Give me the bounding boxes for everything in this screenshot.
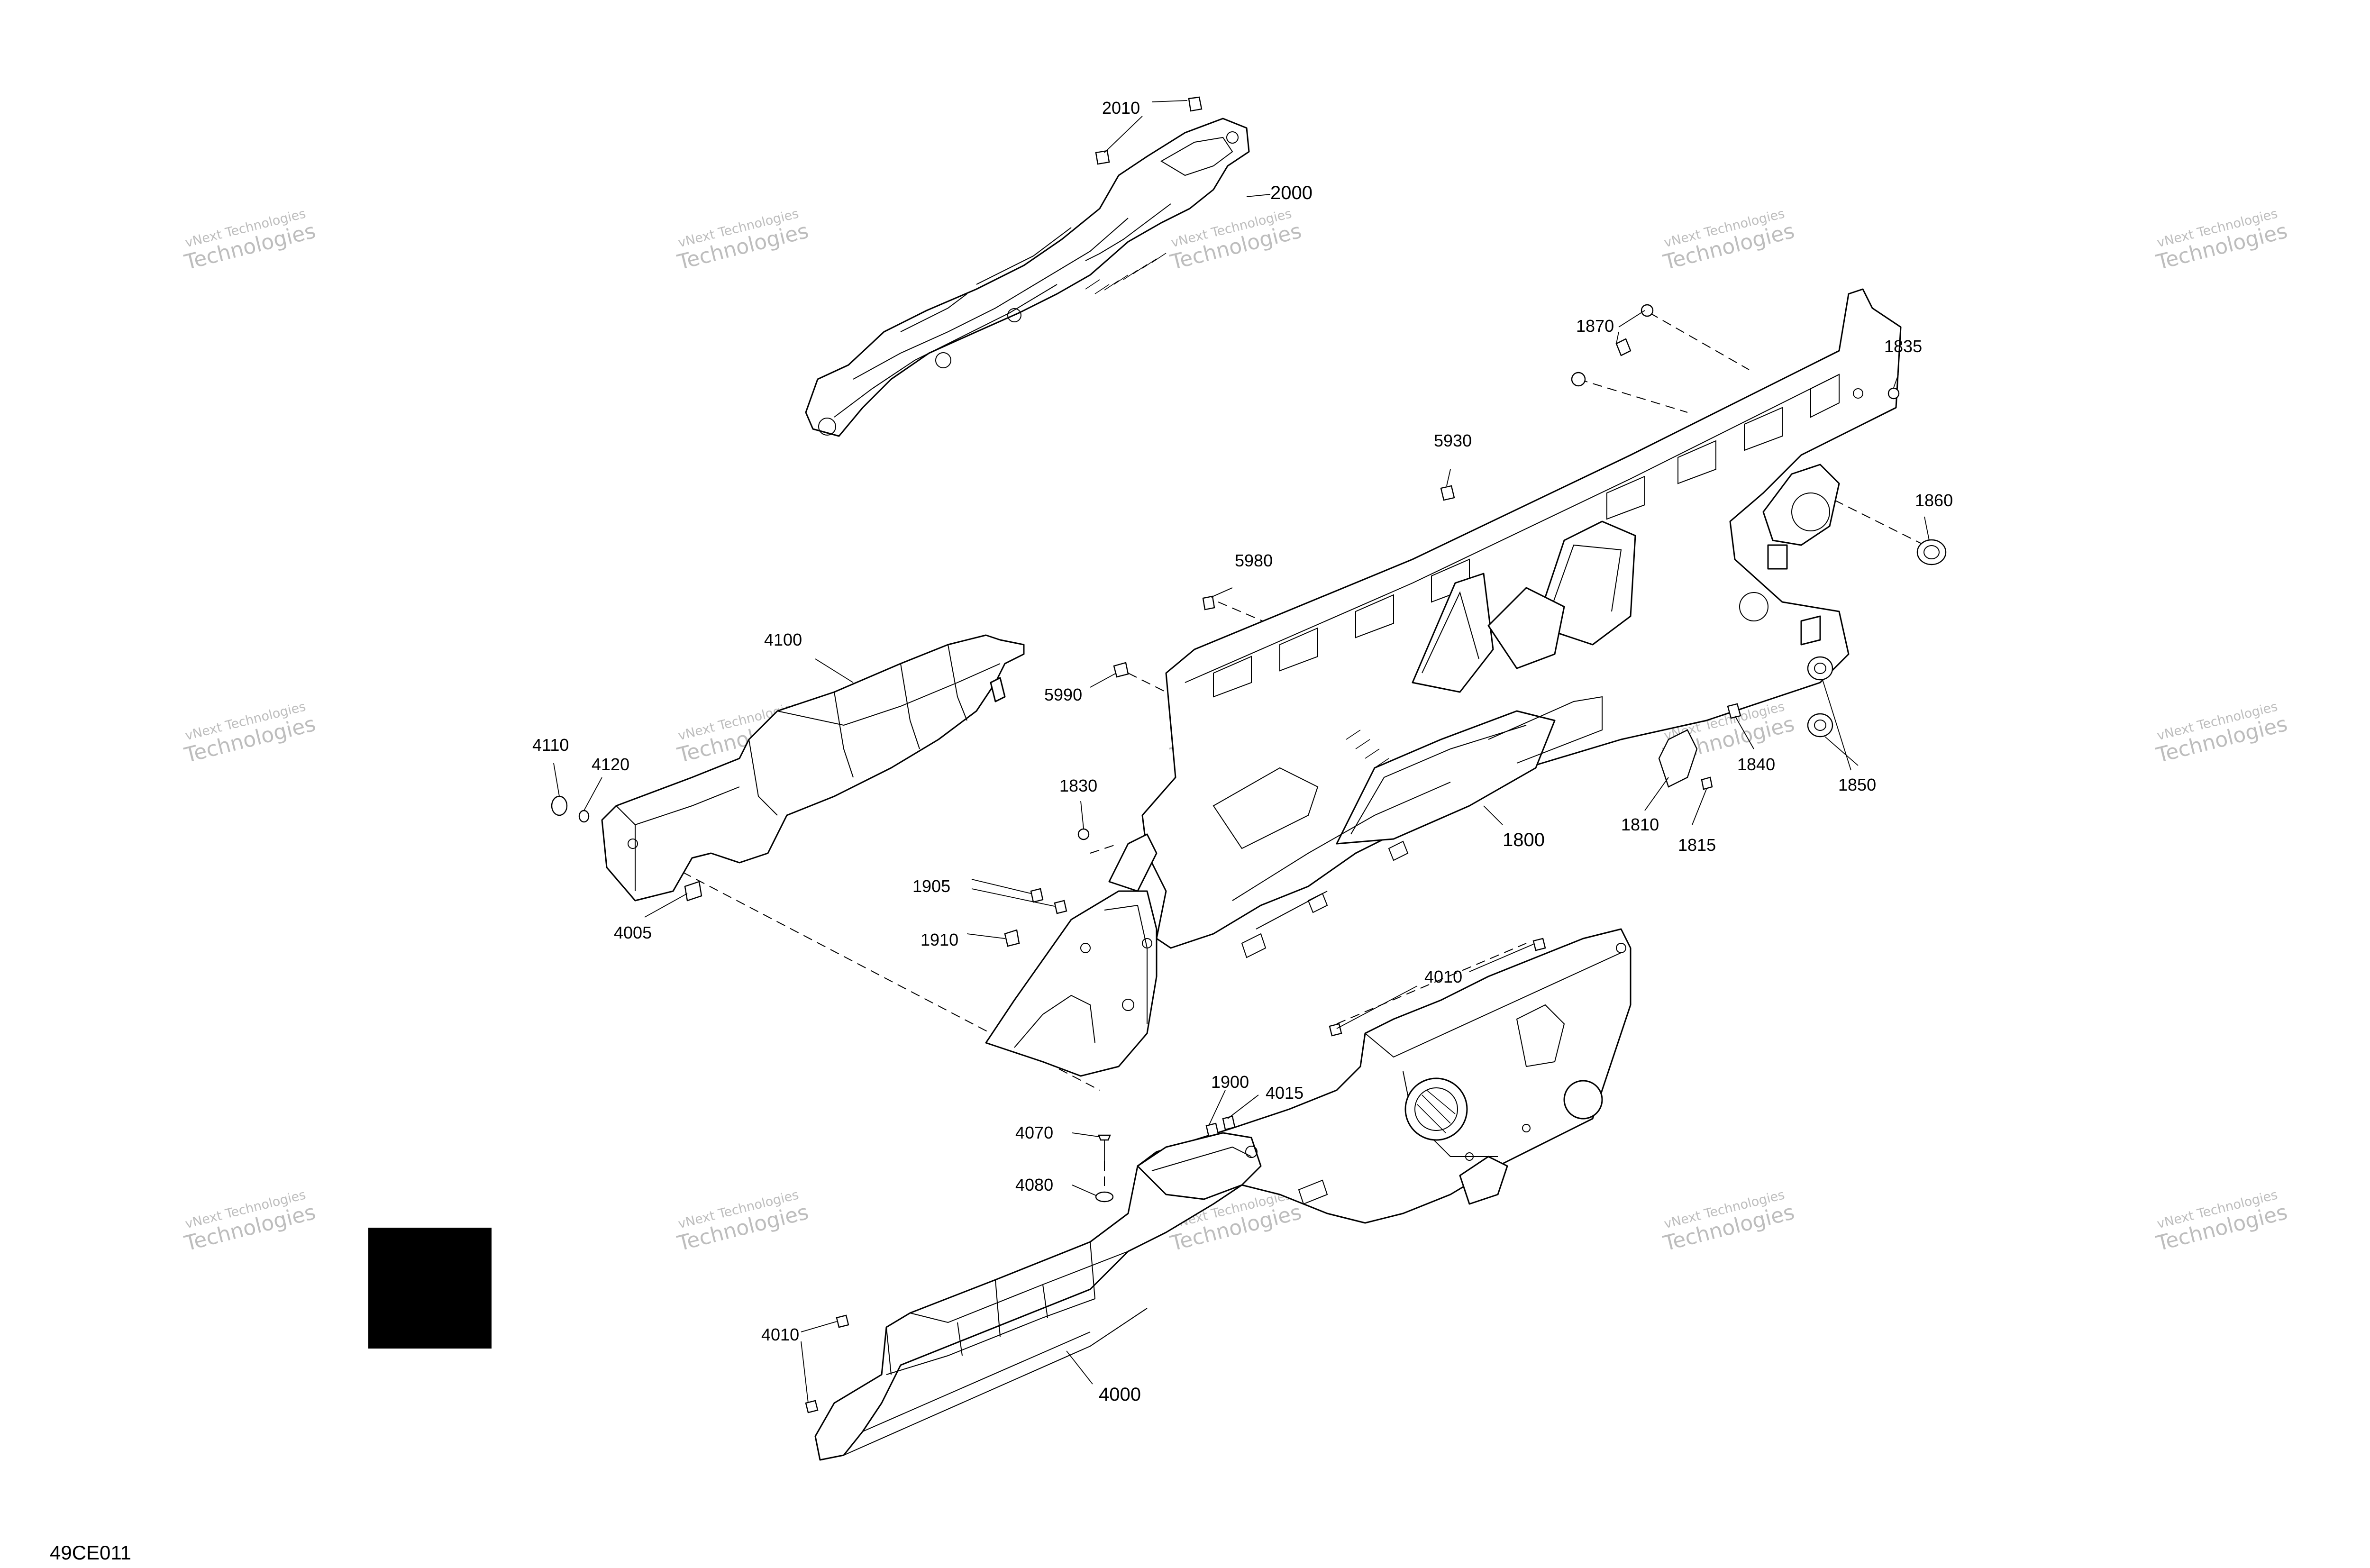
label-4070: 4070 (1015, 1123, 1053, 1142)
label-1800: 1800 (1503, 830, 1545, 850)
label-5990: 5990 (1044, 685, 1082, 704)
label-1900: 1900 (1211, 1072, 1249, 1092)
label-1850: 1850 (1838, 775, 1876, 794)
fasteners (551, 96, 1947, 1413)
watermark: vNext Technologies Technologies (2153, 1187, 2290, 1256)
label-4110: 4110 (532, 735, 569, 755)
label-2010: 2010 (1102, 98, 1140, 118)
screw-1900 (1205, 1122, 1219, 1137)
label-4005: 4005 (614, 923, 652, 942)
watermark: vNext Technologies Technologies (2153, 206, 2290, 275)
screw-2010-top (1188, 96, 1203, 112)
dashed-line (1829, 497, 1925, 546)
part-1800-frame (985, 288, 1902, 1077)
screw-1905-b (1054, 900, 1067, 914)
washer-4080 (1095, 1191, 1114, 1203)
label-1815: 1815 (1678, 835, 1716, 855)
screw-1905-a (1030, 888, 1044, 903)
label-4120: 4120 (592, 755, 629, 774)
label-4080: 4080 (1015, 1175, 1053, 1194)
screw-1870-c (1615, 338, 1632, 356)
black-marker-square (368, 1228, 492, 1349)
label-4010-upper: 4010 (1424, 967, 1462, 986)
watermark: vNext Technologies Technologies (675, 1187, 811, 1256)
part-labels: 2010 2000 1870 1835 5930 1860 5980 4100 … (532, 98, 1953, 1405)
bracket-1810 (1658, 729, 1698, 788)
label-1835: 1835 (1884, 337, 1922, 356)
nut-1910 (1004, 929, 1020, 947)
label-1830: 1830 (1059, 776, 1097, 795)
diagram-code: 49CE011 (50, 1541, 131, 1564)
screw-1870-a (1641, 304, 1654, 317)
label-1860: 1860 (1915, 491, 1953, 510)
label-5930: 5930 (1434, 431, 1472, 450)
leader-lines (553, 100, 1930, 1404)
screw-1840 (1727, 703, 1741, 719)
watermark: vNext Technologies Technologies (1660, 1187, 1797, 1256)
screw-4010-c (836, 1314, 849, 1328)
screw-1870-b (1571, 372, 1586, 387)
label-1870: 1870 (1576, 316, 1614, 336)
label-4100: 4100 (764, 630, 802, 649)
watermark: vNext Technologies Technologies (1167, 206, 1304, 275)
bumper-1850-b (1807, 713, 1833, 738)
screw-4010-d (805, 1400, 819, 1413)
label-4000: 4000 (1099, 1384, 1141, 1405)
screw-5990 (1113, 662, 1129, 678)
screw-2010-left (1095, 150, 1110, 165)
label-5980: 5980 (1235, 551, 1273, 570)
part-4100-duct (601, 634, 1025, 902)
label-1840: 1840 (1737, 755, 1775, 774)
nut-1835 (1887, 387, 1900, 400)
watermark: vNext Technologies Technologies (182, 206, 318, 275)
screw-5980 (1202, 595, 1215, 611)
screw-5930 (1440, 485, 1455, 501)
watermark: vNext Technologies Technologies (2153, 699, 2290, 768)
dashed-line (1336, 943, 1527, 1024)
watermark: vNext Technologies Technologies (675, 206, 811, 275)
dashed-line (1578, 379, 1688, 413)
screw-4010-b (1329, 1023, 1342, 1037)
dashed-line (682, 872, 1100, 1091)
clip-4110 (551, 795, 568, 816)
watermark: vNext Technologies Technologies (1660, 206, 1797, 275)
screw-1830 (1077, 828, 1090, 840)
washer-4120 (578, 810, 590, 823)
grommet-1860 (1916, 539, 1947, 565)
label-1810: 1810 (1621, 815, 1659, 834)
dashed-line (1128, 673, 1167, 693)
dashed-line (1090, 843, 1119, 854)
clip-4005 (684, 881, 702, 902)
bumper-1850-a (1807, 656, 1833, 681)
label-2000: 2000 (1270, 182, 1313, 203)
bolt-4070-head (1098, 1134, 1111, 1141)
label-1910: 1910 (921, 930, 958, 949)
label-4015: 4015 (1266, 1083, 1304, 1103)
dashed-line (1649, 312, 1750, 370)
label-4010-lower: 4010 (761, 1325, 799, 1344)
label-1905: 1905 (912, 876, 950, 896)
watermark: vNext Technologies Technologies (182, 699, 318, 768)
watermark: vNext Technologies Technologies (182, 1187, 318, 1256)
screw-1815 (1701, 776, 1713, 790)
part-2000-cover (805, 118, 1250, 437)
screw-4010-a (1532, 938, 1546, 951)
part-4000-duct (814, 928, 1632, 1461)
